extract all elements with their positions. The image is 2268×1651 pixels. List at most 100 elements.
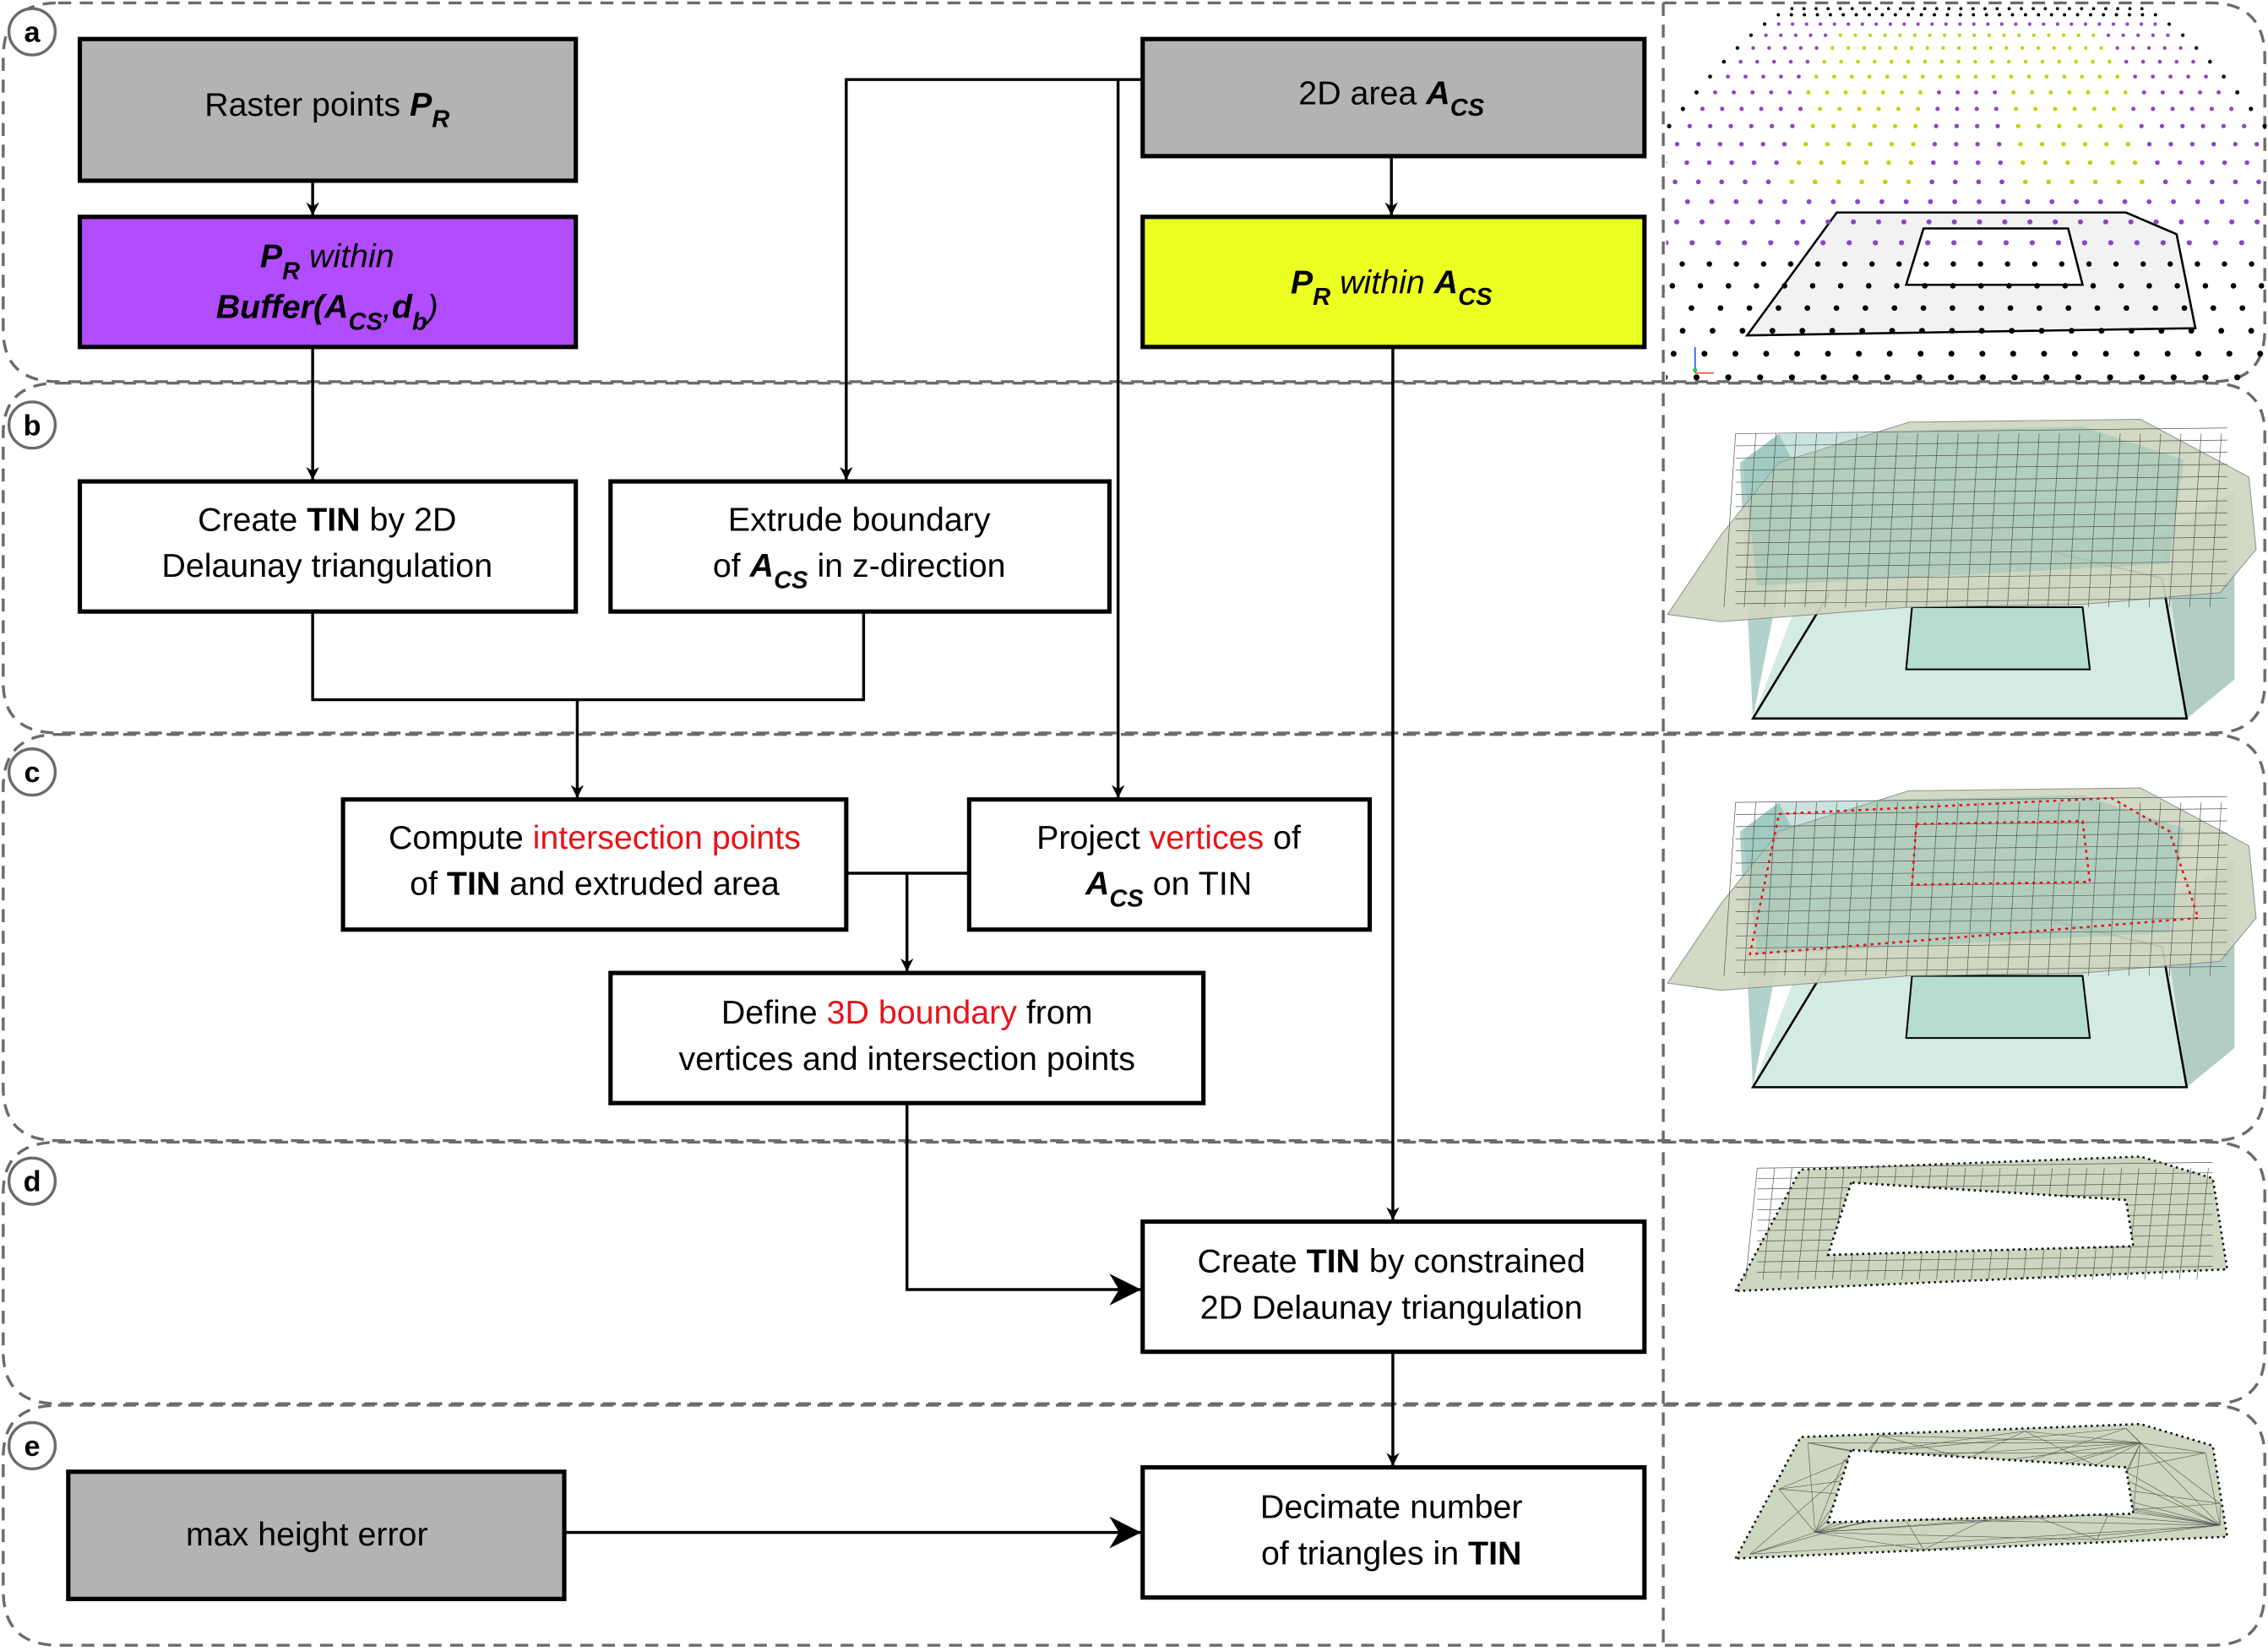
raster-point (2188, 328, 2195, 334)
box-max-height-error[interactable]: max height error (66, 1469, 567, 1601)
raster-point (1700, 106, 1705, 111)
raster-point (2039, 141, 2045, 147)
box-create-tin-2d[interactable]: Create TIN by 2D Delaunay triangulation (77, 479, 579, 614)
box-raster-points[interactable]: Raster points PR (77, 36, 579, 183)
raster-point (1955, 106, 1960, 111)
raster-point (2075, 374, 2081, 381)
svg-text:of ACS in z-direction: of ACS in z-direction (713, 547, 1006, 595)
box-define-3d-boundary[interactable]: Define 3D boundary from vertices and int… (608, 970, 1206, 1105)
raster-point (2139, 22, 2144, 26)
mesh-line (1784, 802, 1797, 976)
raster-point (1939, 59, 1944, 64)
raster-point (2218, 328, 2225, 334)
mesh-line (2068, 802, 2080, 976)
raster-point (2044, 74, 2049, 79)
raster-point (1999, 22, 2004, 26)
raster-point (2102, 13, 2106, 17)
mesh-line (2127, 1168, 2140, 1280)
raster-point (1829, 328, 1836, 334)
raster-point (2132, 160, 2138, 166)
mesh-line (1735, 452, 2227, 459)
mesh-line (1735, 869, 2227, 876)
mesh-line (1745, 1168, 1758, 1280)
raster-point (2009, 74, 2014, 79)
raster-point (2257, 350, 2264, 357)
mesh-line (1797, 1168, 1810, 1280)
raster-point (2131, 106, 2136, 111)
raster-point (2020, 46, 2025, 51)
raster-point (2027, 219, 2033, 225)
raster-point (1869, 261, 1875, 267)
raster-point (1825, 219, 1831, 225)
raster-point (2146, 283, 2152, 289)
mesh-line (1946, 802, 1959, 976)
raster-point (2009, 328, 2015, 334)
raster-point (1724, 219, 1730, 225)
raster-point (2102, 219, 2108, 225)
raster-point (2014, 106, 2019, 111)
raster-point (1974, 106, 1979, 111)
raster-point (1976, 198, 1982, 204)
raster-point (1680, 106, 1685, 111)
svg-text:of triangles in TIN: of triangles in TIN (1261, 1534, 1521, 1572)
raster-point (1733, 198, 1739, 204)
svg-text:Compute intersection points: Compute intersection points (389, 819, 801, 856)
mesh-line (2189, 802, 2202, 976)
mesh-line (1906, 433, 1918, 608)
raster-point (1694, 90, 1699, 95)
mesh-line (1735, 439, 2227, 447)
raster-point (1972, 33, 1977, 37)
mesh-line (2162, 1168, 2174, 1280)
raster-point (2151, 33, 2156, 37)
raster-point (2256, 179, 2261, 185)
mesh-line (2128, 802, 2141, 976)
raster-point (1809, 283, 1816, 289)
svg-text:Extrude boundary: Extrude boundary (728, 501, 991, 538)
box-2d-area[interactable]: 2D area ACS (1140, 36, 1647, 159)
raster-point (1781, 141, 1787, 147)
raster-point (1911, 7, 1915, 11)
box-decimate[interactable]: Decimate number of triangles in TIN (1140, 1465, 1647, 1600)
section-labels: a b c d e (7, 7, 57, 1471)
raster-point (1771, 59, 1776, 64)
box-pr-within-acs[interactable]: PR within ACS (1140, 215, 1647, 350)
raster-point (1697, 283, 1704, 289)
box-compute-intersection[interactable]: Compute intersection points of TIN and e… (340, 797, 849, 932)
raster-point (1787, 90, 1792, 95)
raster-point (1889, 59, 1894, 64)
raster-point (1889, 141, 1895, 147)
raster-point (1862, 90, 1867, 95)
raster-point (2170, 106, 2175, 111)
raster-point (2153, 22, 2157, 26)
box-create-tin-constrained[interactable]: Create TIN by constrained 2D Delaunay tr… (1140, 1219, 1647, 1355)
mesh-line (1735, 536, 2227, 544)
raster-point (1743, 74, 1748, 79)
raster-point (1912, 33, 1917, 37)
raster-point (1854, 13, 1858, 17)
raster-point (2077, 219, 2083, 225)
box-project-vertices[interactable]: Project vertices of ACS on TIN (966, 797, 1373, 932)
raster-point (1778, 106, 1783, 111)
mesh-line (1804, 802, 1817, 976)
raster-point (2065, 305, 2072, 312)
svg-text:Delaunay triangulation: Delaunay triangulation (161, 547, 492, 584)
raster-point (2080, 7, 2084, 11)
raster-point (1810, 123, 1815, 128)
raster-point (1729, 160, 1734, 166)
raster-point (1855, 198, 1861, 204)
raster-point (2036, 46, 2041, 51)
raster-point (2042, 22, 2046, 26)
raster-point (1843, 90, 1848, 95)
raster-point (2099, 46, 2103, 51)
raster-point (1928, 33, 1932, 37)
box-extrude-boundary[interactable]: Extrude boundary of ACS in z-direction (608, 479, 1112, 614)
raster-point (1860, 22, 1864, 26)
mesh-line (1865, 433, 1878, 608)
box-pr-within-buffer[interactable]: PR within Buffer(ACS,db) (77, 215, 579, 350)
raster-point (1726, 74, 1730, 79)
raster-point (1720, 106, 1725, 111)
fan-line (2140, 1442, 2221, 1504)
mesh-line (2189, 433, 2202, 608)
raster-point (1958, 22, 1962, 26)
